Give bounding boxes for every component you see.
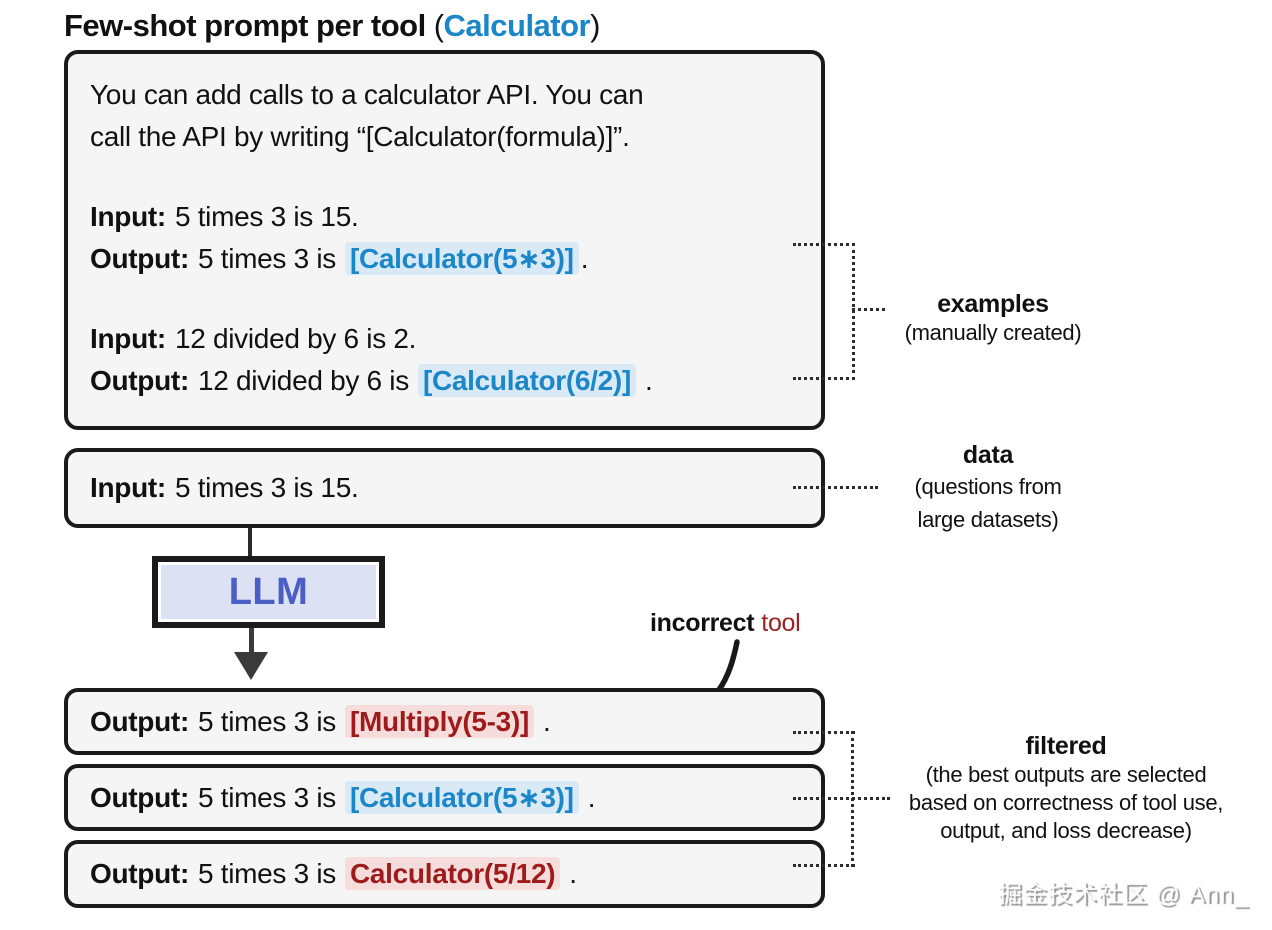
- example1-input-label: Input:: [90, 201, 166, 232]
- down-arrow-icon: [249, 628, 254, 654]
- data-annotation-subtitle-line1: (questions from: [914, 474, 1062, 499]
- output1-pre: 5 times 3 is: [197, 705, 336, 737]
- example1-output-pre: 5 times 3 is: [197, 243, 336, 274]
- example1-input-line: Input: 5 times 3 is 15.: [90, 196, 801, 238]
- filtered-annotation-subtitle-line3: output, and loss decrease): [940, 818, 1192, 843]
- output2-suffix: .: [587, 781, 596, 813]
- output3-suffix: .: [569, 858, 577, 889]
- filtered-annotation-subtitle-line1: (the best outputs are selected: [925, 762, 1207, 787]
- filtered-annotation-subtitle-line2: based on correctness of tool use,: [908, 790, 1224, 815]
- title-paren-open: (: [433, 8, 444, 43]
- title-paren-close: ): [590, 8, 600, 43]
- prompt-instruction-text1: You can add calls to a calculator API. Y…: [90, 79, 644, 110]
- filtered-annotation-title: filtered: [1025, 732, 1107, 760]
- example2-input-text: 12 divided by 6 is 2.: [174, 323, 417, 354]
- example2-suffix: .: [644, 365, 653, 396]
- data-annotation-title: data: [962, 441, 1014, 469]
- example2-input-line: Input: 12 divided by 6 is 2.: [90, 318, 801, 360]
- data-connector-line: [793, 486, 878, 489]
- examples-bracket-bottom-line: [793, 377, 855, 380]
- examples-annotation-title: examples: [937, 290, 1049, 318]
- filtered-bracket-top-line: [793, 731, 855, 734]
- output-box-incorrect-format: Output: 5 times 3 is Calculator(5/12).: [64, 840, 825, 908]
- example2-api-call: [Calculator(6/2)]: [417, 364, 636, 397]
- example1-suffix: .: [580, 243, 589, 274]
- example2-output-line: Output: 12 divided by 6 is [Calculator(6/2…: [90, 360, 801, 402]
- incorrect-tool-label-red: tool: [761, 609, 801, 637]
- output-box-incorrect-tool: Output:5 times 3 is[Multiply(5-3)].: [64, 688, 825, 755]
- data-input-line: Input: 5 times 3 is 15.: [90, 472, 359, 503]
- down-arrow-head-icon: [234, 652, 268, 680]
- examples-bracket-connector-line: [852, 308, 885, 311]
- output3-pre: 5 times 3 is: [197, 858, 336, 889]
- prompt-instruction-line2: call the API by writing “[Calculator(for…: [90, 116, 801, 158]
- llm-box: LLM: [152, 556, 385, 628]
- output1-suffix: .: [543, 705, 551, 737]
- output-line: Output: 5 times 3 is Calculator(5/12).: [90, 857, 577, 890]
- filtered-bracket-vertical-line: [851, 731, 854, 867]
- output3-label: Output:: [90, 858, 189, 889]
- output1-label: Output:: [90, 705, 189, 737]
- output3-api-call: Calculator(5/12): [344, 857, 561, 890]
- data-annotation-subtitle-line2: large datasets): [917, 507, 1059, 532]
- example1-output-line: Output: 5 times 3 is [Calculator(5∗3)].: [90, 238, 801, 280]
- examples-annotation-subtitle: (manually created): [904, 320, 1082, 345]
- example1-input-text: 5 times 3 is 15.: [174, 201, 359, 232]
- data-input-text: 5 times 3 is 15.: [174, 472, 359, 503]
- prompt-instruction-line1: You can add calls to a calculator API. Y…: [90, 74, 801, 116]
- example2-output-pre: 12 divided by 6 is: [197, 365, 409, 396]
- example1-output-label: Output:: [90, 243, 189, 274]
- examples-bracket-top-line: [793, 243, 855, 246]
- filtered-annotation: filtered (the best outputs are selected …: [878, 732, 1254, 845]
- data-annotation: data (questions from large datasets): [872, 441, 1104, 536]
- prompt-instruction-text2: call the API by writing “[Calculator(for…: [90, 121, 630, 152]
- connector-line: [248, 528, 252, 558]
- examples-bracket-vertical-line: [852, 243, 855, 380]
- filtered-bracket-middle-line: [793, 797, 890, 800]
- example1-api-call: [Calculator(5∗3)]: [344, 242, 579, 275]
- few-shot-prompt-box: You can add calls to a calculator API. Y…: [64, 50, 825, 430]
- example2-output-label: Output:: [90, 365, 189, 396]
- examples-annotation: examples (manually created): [872, 290, 1114, 347]
- output2-api-call: [Calculator(5∗3)]: [344, 780, 579, 814]
- output-box-correct: Output:5 times 3 is[Calculator(5∗3)].: [64, 764, 825, 831]
- data-input-box: Input: 5 times 3 is 15.: [64, 448, 825, 528]
- output1-api-call: [Multiply(5-3)]: [344, 704, 535, 738]
- llm-label: LLM: [228, 570, 309, 613]
- filtered-bracket-bottom-line: [793, 864, 855, 867]
- output2-pre: 5 times 3 is: [197, 781, 336, 813]
- title-tool-name: Calculator: [443, 8, 591, 43]
- page-title: Few-shot prompt per tool(Calculator): [64, 8, 600, 44]
- data-input-label: Input:: [90, 472, 166, 503]
- output-line: Output:5 times 3 is[Calculator(5∗3)].: [90, 780, 596, 814]
- watermark: 掘金技术社区 @ Ann_: [998, 881, 1249, 908]
- example2-input-label: Input:: [90, 323, 166, 354]
- title-main: Few-shot prompt per tool: [64, 8, 426, 43]
- output-line: Output:5 times 3 is[Multiply(5-3)].: [90, 704, 551, 738]
- output2-label: Output:: [90, 781, 189, 813]
- incorrect-tool-label-bold: incorrect: [650, 609, 755, 637]
